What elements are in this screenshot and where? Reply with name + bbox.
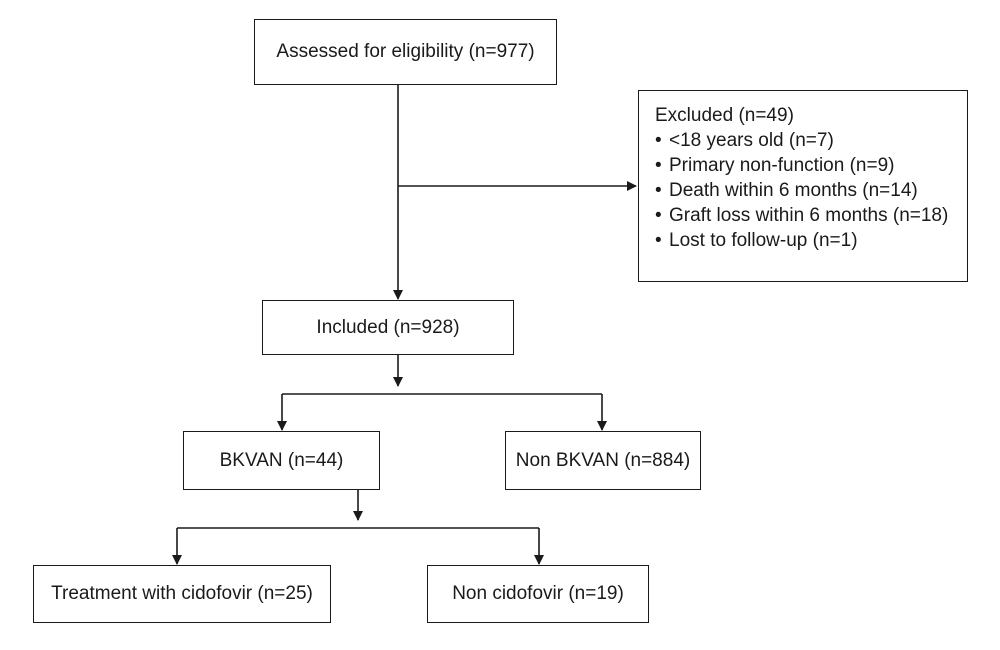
excluded-item: Graft loss within 6 months (n=18) bbox=[655, 203, 967, 228]
excluded-item: Primary non-function (n=9) bbox=[655, 153, 967, 178]
included-box: Included (n=928) bbox=[262, 300, 514, 355]
excluded-box: Excluded (n=49) <18 years old (n=7) Prim… bbox=[638, 90, 968, 282]
excluded-title: Excluded (n=49) bbox=[655, 105, 794, 126]
non-cidofovir-label: Non cidofovir (n=19) bbox=[452, 583, 624, 604]
excluded-item: <18 years old (n=7) bbox=[655, 128, 967, 153]
excluded-list: <18 years old (n=7) Primary non-function… bbox=[655, 128, 967, 253]
assessed-box: Assessed for eligibility (n=977) bbox=[254, 19, 557, 85]
non-bkvan-label: Non BKVAN (n=884) bbox=[515, 449, 691, 471]
cidofovir-label: Treatment with cidofovir (n=25) bbox=[51, 583, 313, 604]
excluded-item: Death within 6 months (n=14) bbox=[655, 178, 967, 203]
bkvan-label: BKVAN (n=44) bbox=[219, 449, 344, 471]
assessed-label: Assessed for eligibility (n=977) bbox=[276, 41, 535, 62]
bkvan-box: BKVAN (n=44) bbox=[183, 431, 380, 490]
excluded-item: Lost to follow-up (n=1) bbox=[655, 228, 967, 253]
non-cidofovir-box: Non cidofovir (n=19) bbox=[427, 565, 649, 623]
non-bkvan-box: Non BKVAN (n=884) bbox=[505, 431, 701, 490]
cidofovir-box: Treatment with cidofovir (n=25) bbox=[33, 565, 331, 623]
included-label: Included (n=928) bbox=[316, 316, 460, 338]
